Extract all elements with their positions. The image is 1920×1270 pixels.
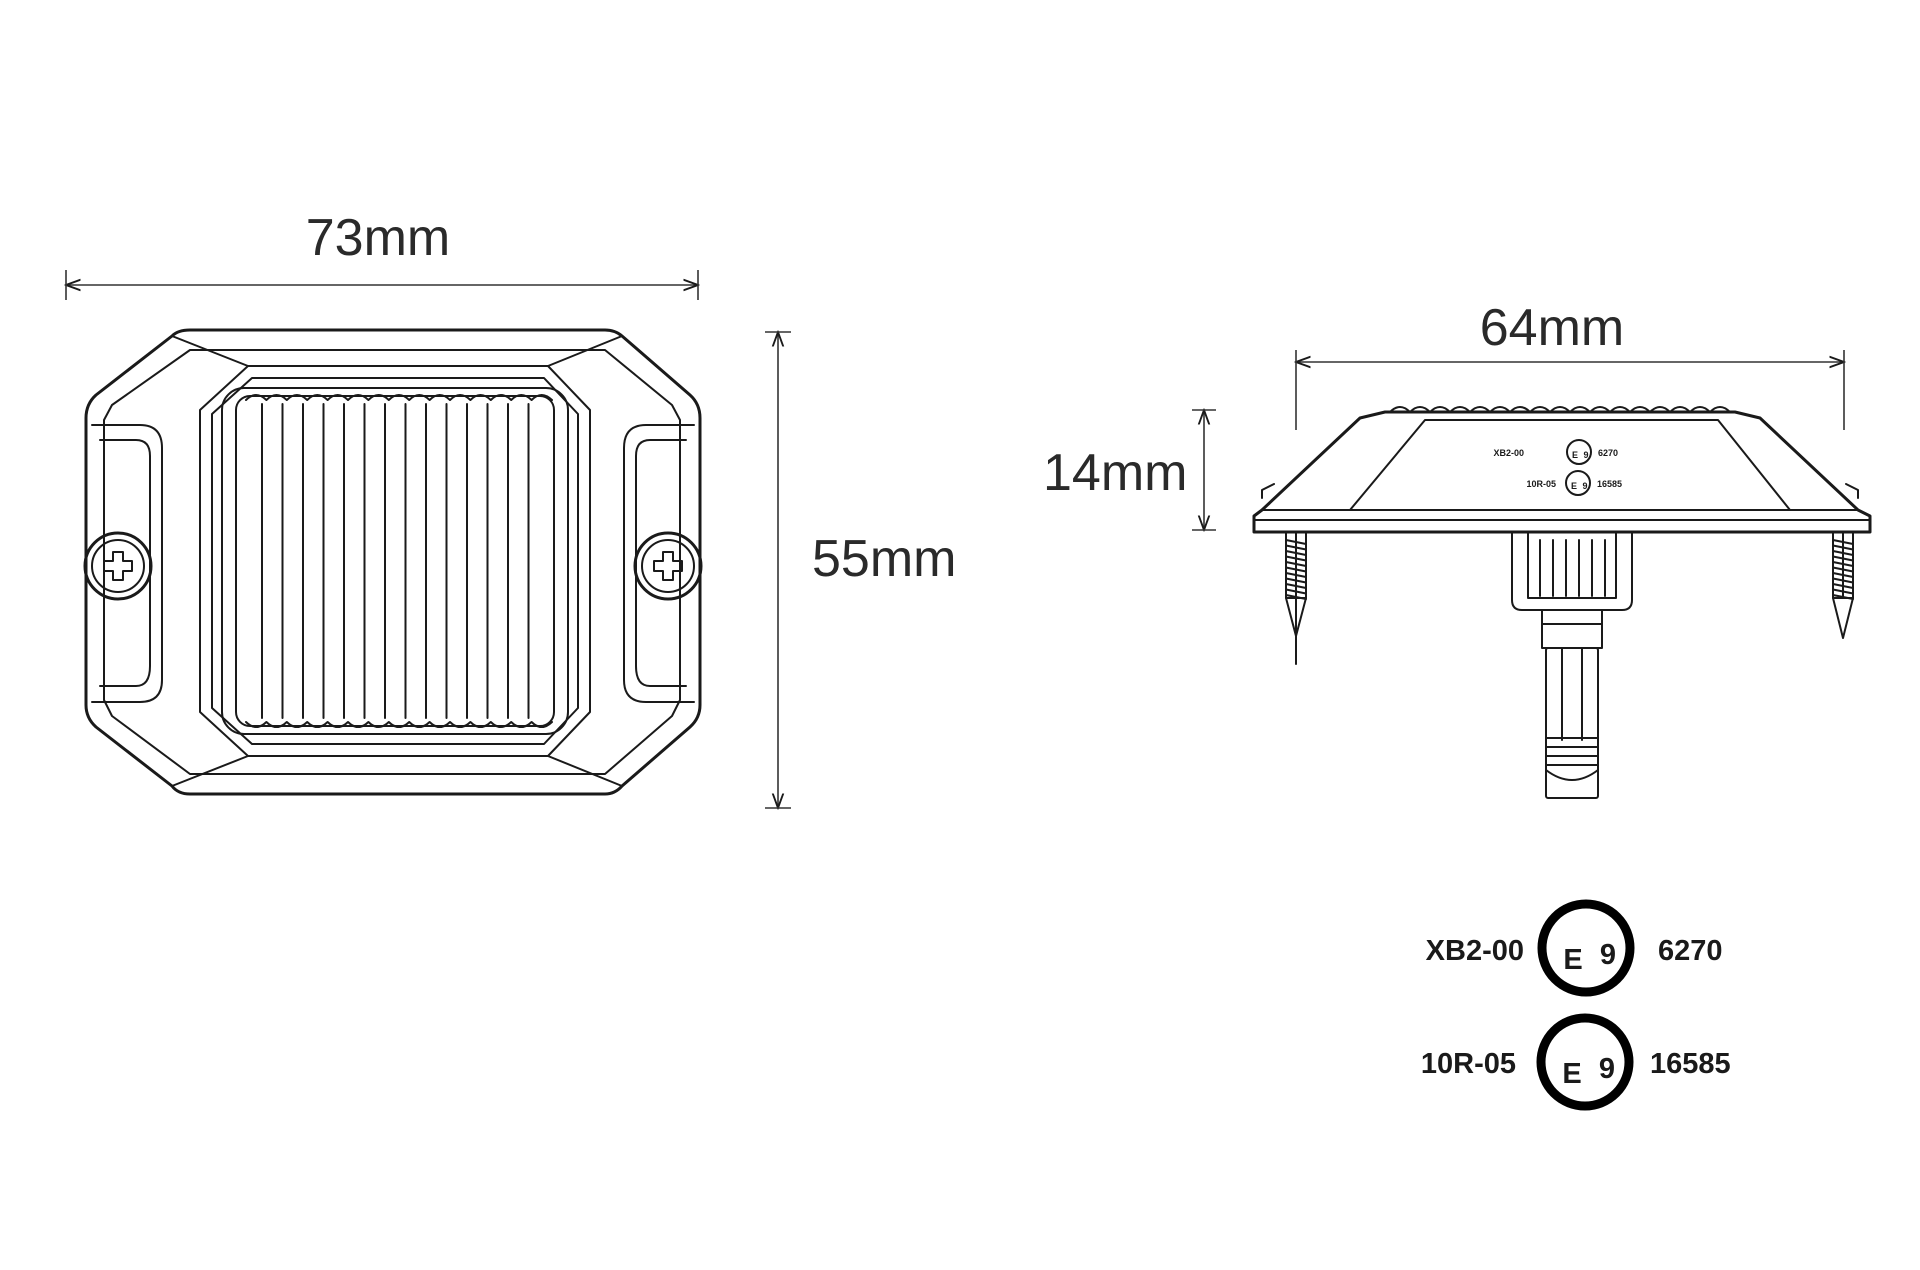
side-width-label: 64mm [1480, 299, 1624, 357]
cable-connector-icon [1545, 647, 1599, 799]
cert-row-1: XB2-00 E 9 6270 [1426, 899, 1723, 997]
depth-dimension: 14mm [1043, 410, 1216, 530]
small-cert-number-2: 16585 [1597, 479, 1622, 489]
height-dimension: 55mm [765, 332, 956, 808]
small-cert-code-1: XB2-00 [1493, 448, 1524, 458]
depth-label: 14mm [1043, 444, 1187, 502]
small-cert-sub-1: 9 [1583, 450, 1588, 460]
left-screw-icon [83, 531, 153, 601]
cert-sub-2: 9 [1599, 1053, 1615, 1085]
cert-sub-1: 9 [1600, 939, 1616, 971]
small-cert-mark-2: E [1571, 481, 1577, 491]
cert-number-1: 6270 [1658, 935, 1723, 967]
lens-bumps [1389, 406, 1731, 413]
side-view: 64mm 14mm XB2-00 E 9 6270 10R-0 [1043, 299, 1872, 799]
lamp-housing-side [1252, 406, 1872, 534]
cert-mark-1: E [1563, 944, 1582, 976]
width-dimension: 73mm [66, 209, 698, 300]
housing-cert-marks: XB2-00 E 9 6270 10R-05 E 9 16585 [1493, 439, 1622, 496]
front-view: 73mm 55mm [66, 209, 956, 808]
height-label: 55mm [812, 530, 956, 588]
lens-ribs [245, 394, 553, 728]
cert-code-1: XB2-00 [1426, 935, 1524, 967]
side-width-dimension: 64mm [1296, 299, 1844, 430]
left-mounting-screw-icon [1285, 531, 1307, 665]
cert-row-2: 10R-05 E 9 16585 [1421, 1013, 1731, 1111]
cable-gland-icon [1511, 531, 1633, 649]
e-mark-icon [1537, 899, 1635, 997]
certification-marks: XB2-00 E 9 6270 10R-05 E 9 16585 [1421, 899, 1731, 1111]
e-mark-icon [1536, 1013, 1634, 1111]
width-label: 73mm [306, 209, 450, 267]
cert-code-2: 10R-05 [1421, 1048, 1516, 1080]
side-pockets [91, 424, 695, 703]
right-mounting-screw-icon [1832, 531, 1854, 639]
right-screw-icon [633, 531, 703, 601]
small-cert-mark-1: E [1572, 450, 1578, 460]
small-cert-code-2: 10R-05 [1526, 479, 1556, 489]
cert-mark-2: E [1562, 1058, 1581, 1090]
small-cert-number-1: 6270 [1598, 448, 1618, 458]
small-cert-sub-2: 9 [1582, 481, 1587, 491]
cert-number-2: 16585 [1650, 1048, 1731, 1080]
lens [221, 387, 569, 735]
